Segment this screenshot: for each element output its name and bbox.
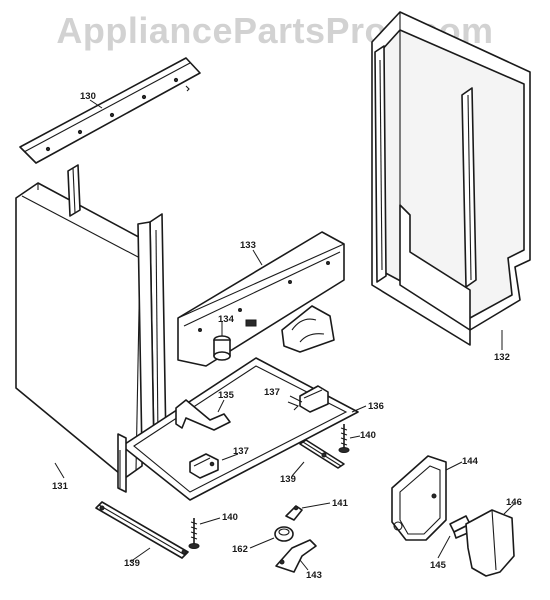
part-162-knob <box>274 526 294 542</box>
part-141-clip <box>285 505 303 521</box>
callout-140-right: 140 <box>360 430 376 441</box>
part-139-rail-right <box>299 439 345 469</box>
rear-bracket <box>281 305 335 353</box>
part-136-base-tray <box>117 357 359 501</box>
callout-144: 144 <box>462 456 479 467</box>
part-137-clip-lower <box>189 453 219 479</box>
part-132-side-panel <box>371 11 531 346</box>
callout-130: 130 <box>80 91 96 102</box>
callout-145: 145 <box>430 560 447 571</box>
leader-lines <box>54 99 515 571</box>
callout-labels: 130 131 132 133 134 135 136 137 137 139 … <box>52 91 522 581</box>
callout-131: 131 <box>52 481 69 492</box>
callout-141: 141 <box>332 498 349 509</box>
callout-136: 136 <box>368 401 384 412</box>
callout-139-right: 139 <box>280 474 296 485</box>
part-143-bracket <box>275 539 317 573</box>
part-134-cylinder <box>213 335 231 361</box>
part-131-side-panel <box>15 164 167 479</box>
callout-135: 135 <box>218 390 235 401</box>
part-140-screw-right <box>338 424 350 453</box>
part-139-rail-left <box>95 501 189 559</box>
callout-132: 132 <box>494 352 510 363</box>
callout-137-upper: 137 <box>264 387 280 398</box>
callout-140-left: 140 <box>222 512 238 523</box>
callout-134: 134 <box>218 314 235 325</box>
part-144-bracket <box>391 455 447 541</box>
callout-143: 143 <box>306 570 322 581</box>
part-140-screw-left <box>188 518 200 549</box>
callout-162: 162 <box>232 544 248 555</box>
callout-137-lower: 137 <box>233 446 249 457</box>
part-135-bracket <box>175 399 231 431</box>
part-137-clip-upper <box>287 385 329 413</box>
part-133-rear-panel <box>177 231 345 367</box>
callout-133: 133 <box>240 240 256 251</box>
part-130-top-strip <box>19 57 201 164</box>
part-146-cover <box>465 509 515 577</box>
callout-139-left: 139 <box>124 558 140 569</box>
callout-146: 146 <box>506 497 522 508</box>
